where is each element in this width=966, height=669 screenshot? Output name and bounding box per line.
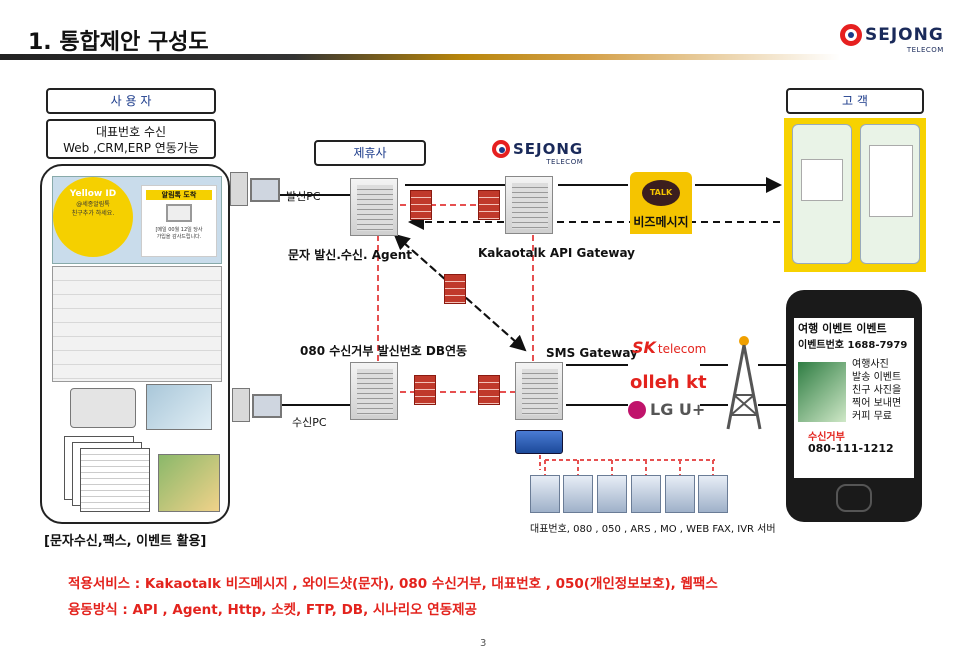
agent-server-icon xyxy=(350,178,398,236)
ivr-server-icon xyxy=(665,475,695,513)
user-desc-box: 대표번호 수신 Web ,CRM,ERP 연동가능 xyxy=(46,119,216,159)
header-logo-text: SEJONG xyxy=(865,24,944,45)
page-title: 1. 통합제안 구성도 xyxy=(28,30,209,55)
customer-phone-screen-2 xyxy=(860,124,920,264)
sk-logo-sub: telecom xyxy=(657,342,707,356)
center-logo: SEJONG TELECOM xyxy=(492,140,583,166)
customer-section-title: 고 객 xyxy=(786,88,924,114)
phone-home-button xyxy=(836,484,872,512)
fax-documents xyxy=(64,436,150,514)
agent-label: 문자 발신.수신. Agent xyxy=(288,248,413,262)
alert-line1: [메일 00월 12일 당사 xyxy=(155,227,203,233)
title-underline xyxy=(0,54,840,60)
center-logo-sub: TELECOM xyxy=(546,158,584,166)
user-section-title: 사 용 자 xyxy=(46,88,216,114)
yellow-id-line1: @세종알림톡 xyxy=(76,201,110,208)
alert-line2: 가입을 감사드립니다. xyxy=(156,234,202,240)
phone-body-line: 찍어 보내면 xyxy=(852,398,902,409)
sk-logo-main: SK xyxy=(632,338,656,357)
sejong-logo-icon xyxy=(840,24,862,46)
user-kakao-screenshot: Yellow ID @세종알림톡 친구추가 하세요. 알림톡 도착 [메일 00… xyxy=(52,176,222,264)
recv-block-label: 080 수신거부 발신번호 DB연동 xyxy=(300,344,468,358)
page-number: 3 xyxy=(480,638,487,649)
phone-reject-label: 수신거부 xyxy=(808,432,845,443)
user-desc-line2: Web ,CRM,ERP 연동가능 xyxy=(63,141,199,155)
olleh-kt-logo: olleh kt xyxy=(630,372,707,393)
cell-tower-icon xyxy=(726,336,762,430)
sms-gateway-server-icon xyxy=(515,362,563,420)
ivr-server-icon xyxy=(631,475,661,513)
send-pc-label: 발신PC xyxy=(286,190,321,203)
firewall-icon xyxy=(444,274,466,304)
firewall-icon xyxy=(478,190,500,220)
services-line: 적용서비스 : Kakaotalk 비즈메시지 , 와이드샷(문자), 080 … xyxy=(68,576,718,592)
user-screens-frame: Yellow ID @세종알림톡 친구추가 하세요. 알림톡 도착 [메일 00… xyxy=(40,164,230,524)
coffee-image xyxy=(798,362,846,422)
user-desc-line1: 대표번호 수신 xyxy=(95,125,167,139)
phone-event-number: 이벤트번호 1688-7979 xyxy=(798,340,908,351)
kakao-gateway-label: Kakaotalk API Gateway xyxy=(478,246,636,260)
recv-block-server-icon xyxy=(350,362,398,420)
yellow-id-heading: Yellow ID xyxy=(69,189,117,199)
phone-body-line: 발송 이벤트 xyxy=(852,372,902,383)
center-sejong-logo-icon xyxy=(492,140,510,158)
phone-reject-number: 080-111-1212 xyxy=(808,442,894,455)
header-logo: SEJONG TELECOM xyxy=(840,24,944,54)
lg-face-icon xyxy=(628,400,646,419)
customer-phone-screen-1 xyxy=(792,124,852,264)
sms-gateway-label: SMS Gateway xyxy=(546,346,638,360)
integration-line: 융동방식 : API , Agent, Http, 소켓, FTP, DB, 시… xyxy=(68,602,477,618)
mobile-phone: 여행 이벤트 이벤트 이벤트번호 1688-7979 여행사진 발송 이벤트 친… xyxy=(786,290,922,522)
yellow-id-badge: Yellow ID @세종알림톡 친구추가 하세요. xyxy=(53,177,133,257)
alert-message-card: 알림톡 도착 [메일 00월 12일 당사 가입을 감사드립니다. xyxy=(141,185,217,257)
phone-body-text: 여행사진 발송 이벤트 친구 사진을 찍어 보내면 커피 무료 xyxy=(852,358,901,423)
lg-uplus-logo: LG U+ xyxy=(628,400,705,419)
yellow-id-line2: 친구추가 하세요. xyxy=(71,210,115,217)
biz-message-label: 비즈메시지 xyxy=(630,210,692,234)
firewall-icon xyxy=(478,375,500,405)
phone-event-title: 여행 이벤트 이벤트 xyxy=(798,322,887,335)
id-card-image xyxy=(146,384,212,430)
ivr-server-icon xyxy=(563,475,593,513)
kakao-gateway-server-icon xyxy=(505,176,553,234)
lg-logo-text: LG U+ xyxy=(650,400,706,419)
user-caption: [문자수신,팩스, 이벤트 활용] xyxy=(44,534,207,549)
event-flyer-image xyxy=(158,454,220,512)
partner-box: 제휴사 xyxy=(314,140,426,166)
phone-screen: 여행 이벤트 이벤트 이벤트번호 1688-7979 여행사진 발송 이벤트 친… xyxy=(794,318,914,478)
ivr-server-icon xyxy=(530,475,560,513)
phone-body-line: 여행사진 xyxy=(852,359,889,370)
alert-heading: 알림톡 도착 xyxy=(146,190,212,200)
talk-bubble: TALK xyxy=(642,180,680,206)
servers-label: 대표번호, 080 , 050 , ARS , MO , WEB FAX, IV… xyxy=(530,524,776,535)
fax-machine-icon xyxy=(70,388,136,428)
message-list-screenshot xyxy=(52,266,222,382)
header-logo-sub: TELECOM xyxy=(906,46,944,54)
customer-kakao-panel xyxy=(784,118,926,272)
ivr-server-icon xyxy=(698,475,728,513)
network-switch-icon xyxy=(515,430,563,454)
ivr-server-icon xyxy=(597,475,627,513)
envelope-icon xyxy=(166,204,192,222)
phone-body-line: 친구 사진을 xyxy=(852,385,902,396)
recv-pc-label: 수신PC xyxy=(292,416,327,429)
phone-body-line: 커피 무료 xyxy=(852,411,892,422)
firewall-icon xyxy=(410,190,432,220)
firewall-icon xyxy=(414,375,436,405)
center-logo-text: SEJONG xyxy=(513,139,584,158)
